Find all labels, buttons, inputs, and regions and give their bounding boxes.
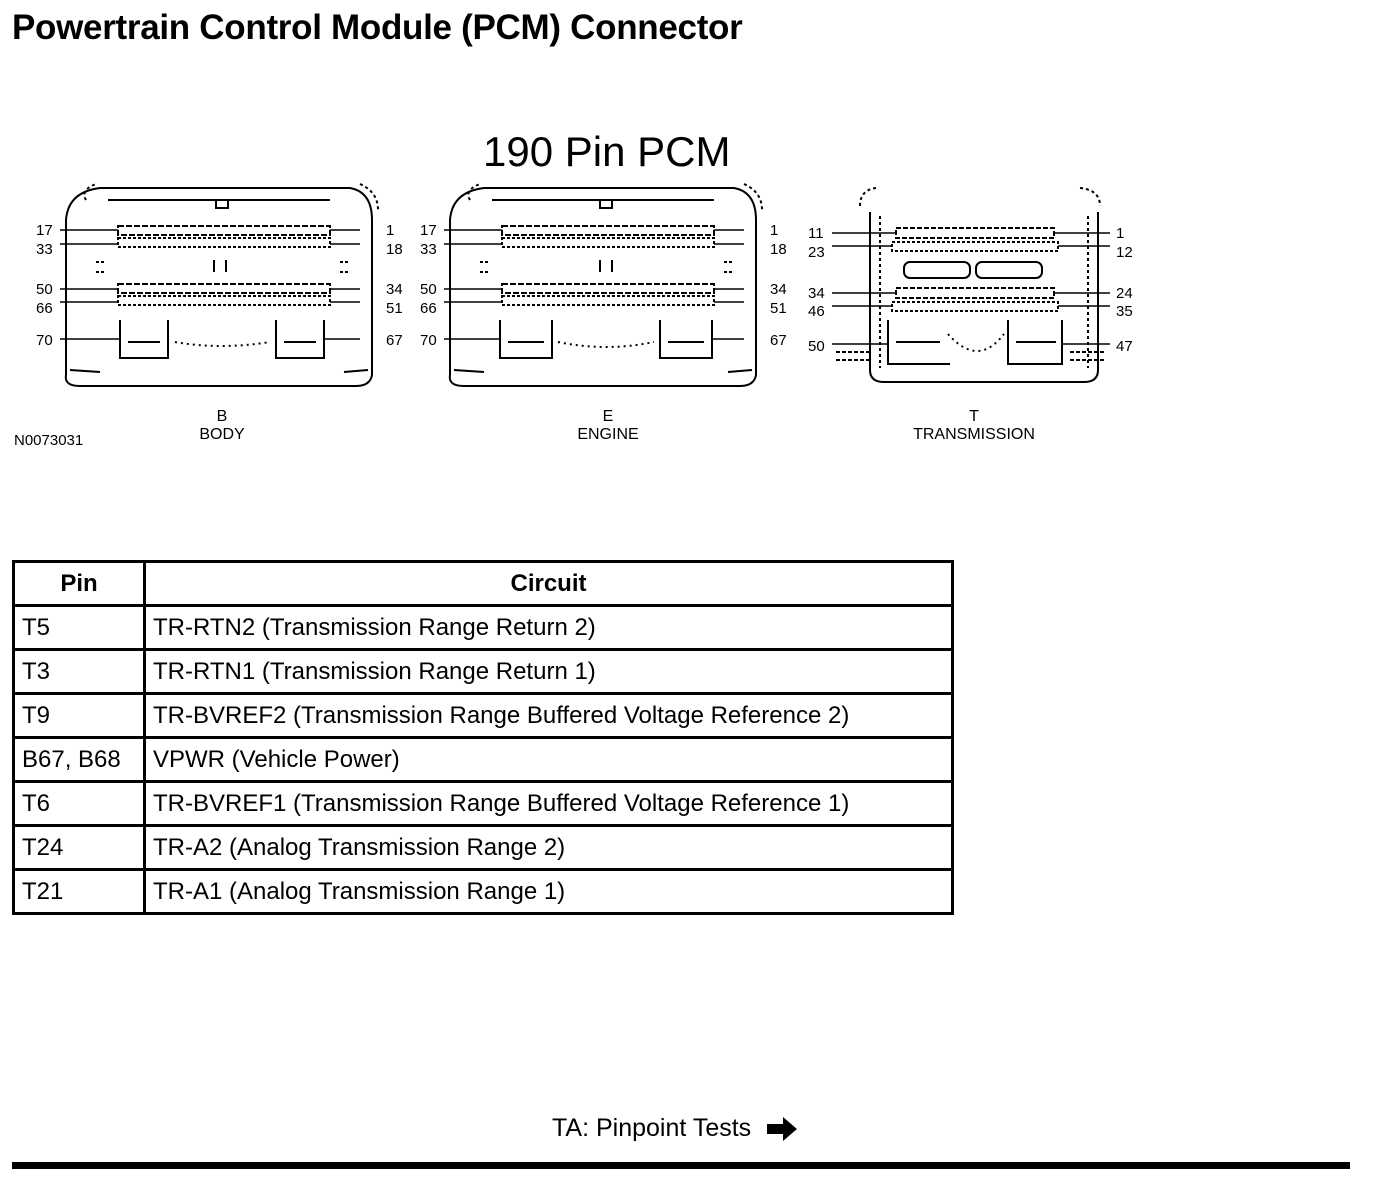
connector-label-transmission: T TRANSMISSION <box>894 408 1054 444</box>
circuit-cell: TR-A2 (Analog Transmission Range 2) <box>143 824 954 871</box>
pin-circuit-table: Pin Circuit T5 TR-RTN2 (Transmission Ran… <box>12 560 954 915</box>
pin-label: 34 <box>386 281 403 298</box>
connector-label-body: B BODY <box>172 408 272 444</box>
pin-label: 50 <box>420 281 437 298</box>
figure-id: N0073031 <box>14 432 84 449</box>
pin-label: 51 <box>770 300 787 317</box>
right-arrow-icon[interactable] <box>765 1115 799 1143</box>
pin-label: 1 <box>386 222 394 239</box>
circuit-cell: TR-RTN1 (Transmission Range Return 1) <box>143 648 954 695</box>
circuit-cell: TR-BVREF1 (Transmission Range Buffered V… <box>143 780 954 827</box>
pin-number-labels: 17 1 33 18 50 34 66 51 70 67 17 1 33 18 … <box>36 222 1133 355</box>
pin-label: 1 <box>1116 225 1124 242</box>
diagram-title: 190 Pin PCM <box>483 128 731 175</box>
table-row: T6 TR-BVREF1 (Transmission Range Buffere… <box>12 780 954 827</box>
circuit-cell: TR-RTN2 (Transmission Range Return 2) <box>143 604 954 651</box>
connector-drawing: 17 1 33 18 50 34 66 51 70 67 17 1 33 18 … <box>36 183 1133 387</box>
column-header-pin: Pin <box>12 560 146 607</box>
pin-cell: T9 <box>12 692 146 739</box>
pinpoint-tests-link[interactable]: TA: Pinpoint Tests <box>552 1114 799 1143</box>
table-row: T5 TR-RTN2 (Transmission Range Return 2) <box>12 604 954 651</box>
pin-label: 70 <box>420 332 437 349</box>
column-header-circuit: Circuit <box>143 560 954 607</box>
pin-label: 46 <box>808 303 825 320</box>
table-row: T3 TR-RTN1 (Transmission Range Return 1) <box>12 648 954 695</box>
pin-cell: T21 <box>12 868 146 915</box>
connector-letter: E <box>602 408 614 425</box>
pin-label: 70 <box>36 332 53 349</box>
engine-leader-lines <box>444 229 744 340</box>
connector-label-engine: E ENGINE <box>558 408 658 444</box>
connector-name: TRANSMISSION <box>913 426 1035 443</box>
pin-cell: T3 <box>12 648 146 695</box>
pcm-connector-diagram: 17 1 33 18 50 34 66 51 70 67 17 1 33 18 … <box>0 120 1200 460</box>
connector-name: ENGINE <box>577 426 639 443</box>
pin-label: 33 <box>420 241 437 258</box>
pin-label: 67 <box>386 332 403 349</box>
table-header-row: Pin Circuit <box>12 560 954 607</box>
table-row: T9 TR-BVREF2 (Transmission Range Buffere… <box>12 692 954 739</box>
pin-cell: T5 <box>12 604 146 651</box>
pin-label: 51 <box>386 300 403 317</box>
pin-label: 1 <box>770 222 778 239</box>
pin-label: 11 <box>808 225 824 242</box>
pin-label: 34 <box>770 281 787 298</box>
transmission-connector-outline <box>836 187 1104 383</box>
pin-label: 18 <box>770 241 787 258</box>
pin-label: 23 <box>808 244 825 261</box>
pin-label: 66 <box>36 300 53 317</box>
pin-label: 66 <box>420 300 437 317</box>
circuit-cell: TR-A1 (Analog Transmission Range 1) <box>143 868 954 915</box>
pin-label: 17 <box>420 222 437 239</box>
pin-label: 24 <box>1116 285 1133 302</box>
connector-name: BODY <box>199 426 245 443</box>
table-row: B67, B68 VPWR (Vehicle Power) <box>12 736 954 783</box>
pin-label: 50 <box>36 281 53 298</box>
bottom-divider <box>12 1162 1350 1169</box>
pin-label: 33 <box>36 241 53 258</box>
body-connector-outline <box>64 183 379 387</box>
body-leader-lines <box>60 229 360 340</box>
page-title: Powertrain Control Module (PCM) Connecto… <box>12 8 743 47</box>
pin-label: 67 <box>770 332 787 349</box>
pin-cell: T24 <box>12 824 146 871</box>
pin-label: 47 <box>1116 338 1133 355</box>
transmission-leader-lines <box>832 232 1110 345</box>
table-row: T24 TR-A2 (Analog Transmission Range 2) <box>12 824 954 871</box>
pin-label: 35 <box>1116 303 1133 320</box>
pin-label: 12 <box>1116 244 1133 261</box>
table-row: T21 TR-A1 (Analog Transmission Range 1) <box>12 868 954 915</box>
pin-cell: T6 <box>12 780 146 827</box>
pin-label: 50 <box>808 338 825 355</box>
pin-cell: B67, B68 <box>12 736 146 783</box>
connector-letter: T <box>969 408 979 425</box>
circuit-cell: VPWR (Vehicle Power) <box>143 736 954 783</box>
pinpoint-tests-label[interactable]: TA: Pinpoint Tests <box>552 1114 752 1142</box>
engine-connector-outline <box>448 183 763 387</box>
pin-label: 17 <box>36 222 53 239</box>
circuit-cell: TR-BVREF2 (Transmission Range Buffered V… <box>143 692 954 739</box>
pin-label: 18 <box>386 241 403 258</box>
pin-label: 34 <box>808 285 825 302</box>
connector-letter: B <box>216 408 228 425</box>
